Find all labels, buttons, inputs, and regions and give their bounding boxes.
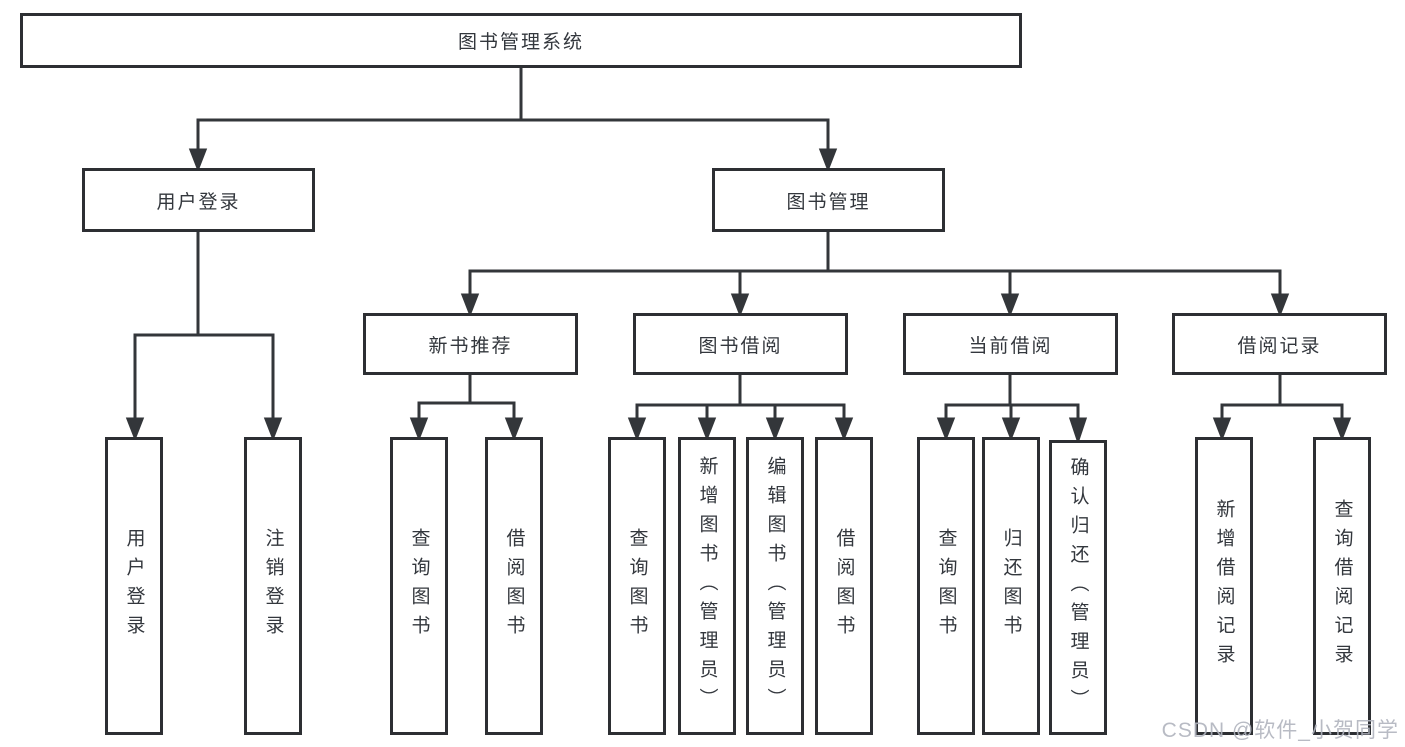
node-new-book-recommend: 新书推荐 (363, 313, 578, 375)
node-borrow-records-label: 借阅记录 (1237, 335, 1322, 357)
leaf-user-login-label: 用户登录 (123, 528, 145, 644)
leaf-borrow-edit-books-admin-label: 编辑图书（管理员） (764, 455, 786, 717)
leaf-current-confirm-return-admin-label: 确认归还（管理员） (1067, 457, 1089, 718)
leaf-logout: 注销登录 (244, 437, 302, 735)
leaf-borrow-borrow-books: 借阅图书 (815, 437, 873, 735)
leaf-newbook-query-books: 查询图书 (390, 437, 448, 735)
node-borrow-records: 借阅记录 (1172, 313, 1387, 375)
leaf-borrow-query-books: 查询图书 (608, 437, 666, 735)
leaf-current-query-books: 查询图书 (917, 437, 975, 735)
node-book-borrow-label: 图书借阅 (698, 335, 783, 357)
node-root-system: 图书管理系统 (20, 13, 1022, 68)
leaf-user-login: 用户登录 (105, 437, 163, 735)
leaf-borrow-add-books-admin: 新增图书（管理员） (678, 437, 736, 735)
node-book-management: 图书管理 (712, 168, 945, 232)
leaf-current-confirm-return-admin: 确认归还（管理员） (1049, 440, 1107, 735)
leaf-newbook-borrow-books-label: 借阅图书 (503, 528, 525, 644)
leaf-current-return-books-label: 归还图书 (1000, 528, 1022, 644)
leaf-borrow-edit-books-admin: 编辑图书（管理员） (746, 437, 804, 735)
node-current-borrow: 当前借阅 (903, 313, 1118, 375)
leaf-current-return-books: 归还图书 (982, 437, 1040, 735)
leaf-records-query-record: 查询借阅记录 (1313, 437, 1371, 735)
node-book-management-label: 图书管理 (786, 191, 871, 213)
node-current-borrow-label: 当前借阅 (968, 335, 1053, 357)
node-user-login-label: 用户登录 (156, 191, 241, 213)
leaf-newbook-query-books-label: 查询图书 (408, 528, 430, 644)
leaf-records-query-record-label: 查询借阅记录 (1331, 499, 1353, 673)
leaf-borrow-borrow-books-label: 借阅图书 (833, 528, 855, 644)
leaf-records-add-record-label: 新增借阅记录 (1213, 499, 1235, 673)
node-root-label: 图书管理系统 (457, 32, 584, 53)
leaf-newbook-borrow-books: 借阅图书 (485, 437, 543, 735)
leaf-logout-label: 注销登录 (262, 528, 284, 644)
leaf-records-add-record: 新增借阅记录 (1195, 437, 1253, 735)
leaf-borrow-query-books-label: 查询图书 (626, 528, 648, 644)
leaf-current-query-books-label: 查询图书 (935, 528, 957, 644)
leaf-borrow-add-books-admin-label: 新增图书（管理员） (696, 455, 718, 717)
node-user-login: 用户登录 (82, 168, 315, 232)
node-book-borrow: 图书借阅 (633, 313, 848, 375)
node-new-book-recommend-label: 新书推荐 (428, 335, 513, 357)
